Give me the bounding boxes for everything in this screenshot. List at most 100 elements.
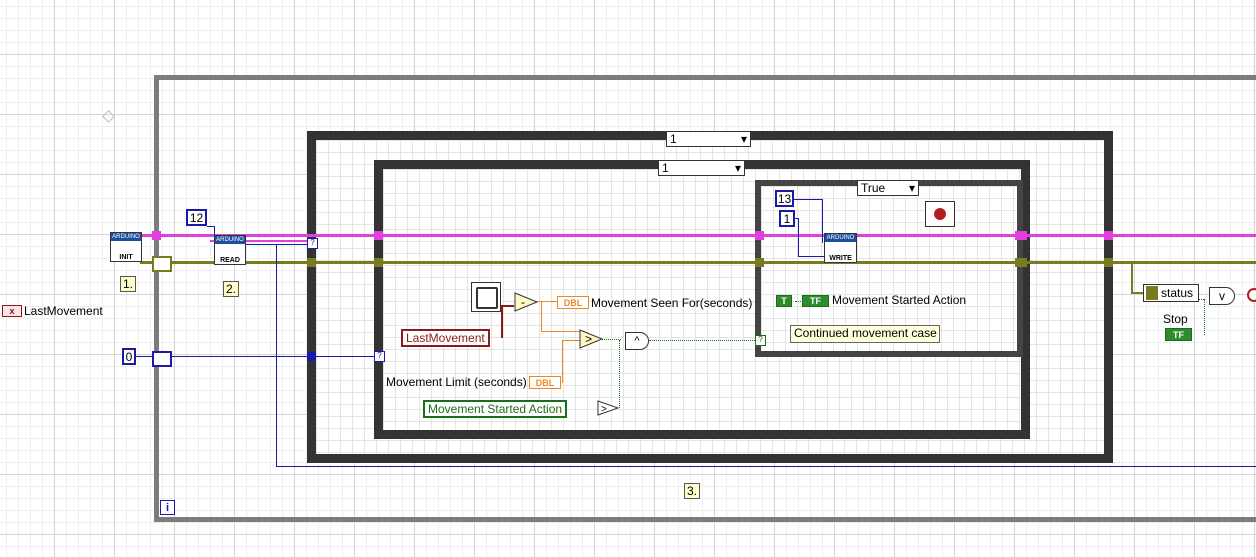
arduino-init-subvi[interactable]: ARDUINO INIT — [110, 232, 142, 262]
write-pin-constant[interactable]: 13 — [775, 190, 794, 207]
subtract-node[interactable]: - — [514, 292, 539, 312]
outer-case-selector[interactable]: 1 ▾ — [666, 131, 751, 147]
true-case-selector[interactable]: True ▾ — [857, 180, 919, 196]
lastmovement-ref-wire — [501, 305, 503, 338]
outer-case-value: 1 — [670, 132, 677, 146]
lastmovement-local-var[interactable]: LastMovement — [401, 329, 490, 347]
movement-limit-label: Movement Limit (seconds) — [386, 375, 527, 389]
case-selector-terminal-1: ? — [307, 238, 318, 249]
and-node[interactable]: ^ — [625, 332, 649, 350]
read-channel-constant[interactable]: 12 — [186, 209, 207, 226]
case-selector-terminal-2: ? — [374, 351, 385, 362]
loop-condition-icon[interactable] — [1247, 288, 1256, 302]
pink-tunnel-5 — [1104, 231, 1113, 240]
arduino-header: ARDUINO — [111, 233, 141, 241]
boolean-wire-2 — [619, 340, 620, 408]
read-wire — [246, 244, 308, 245]
orange-wire-2 — [541, 301, 542, 331]
write-label: WRITE — [829, 255, 852, 262]
frame-label-1: 1. — [120, 276, 136, 292]
blue-tunnel-1 — [307, 352, 316, 361]
true-constant[interactable]: T — [776, 295, 792, 307]
pin-wire-v — [822, 199, 823, 243]
greater-label: > — [585, 332, 592, 346]
frame-label-2: 2. — [223, 281, 239, 297]
stop-label: Stop — [1163, 312, 1188, 326]
error-wire-branch — [1131, 263, 1133, 293]
movement-started-indicator[interactable]: TF — [802, 295, 829, 307]
or-node[interactable]: v — [1209, 287, 1235, 305]
pink-tunnel-1 — [152, 231, 161, 240]
dropdown-arrow-icon: ▾ — [740, 132, 747, 146]
pink-tunnel-3 — [755, 231, 764, 240]
value-wire-v — [798, 218, 799, 256]
last-movement-label: LastMovement — [24, 304, 103, 318]
yellow-tunnel-1 — [307, 258, 316, 267]
arduino-read-subvi[interactable]: ARDUINO READ — [214, 235, 246, 265]
shift-wire — [136, 356, 376, 357]
pink-wire — [140, 234, 1256, 237]
not-label: > — [601, 404, 607, 415]
stop-button-terminal[interactable]: TF — [1165, 328, 1192, 341]
boolean-wire-5 — [1194, 299, 1204, 300]
subtract-label: - — [521, 295, 525, 309]
dropdown-arrow-icon: ▾ — [734, 161, 741, 175]
true-case-value: True — [861, 181, 886, 195]
channel-wire — [207, 226, 215, 227]
init-label: INIT — [119, 254, 133, 261]
movement-seen-label: Movement Seen For(seconds) — [591, 296, 753, 310]
orange-wire-3 — [541, 331, 581, 332]
pink-tunnel-4 — [1015, 231, 1027, 240]
case-selector-terminal-3: ? — [755, 335, 766, 346]
read-wire-down — [276, 244, 277, 466]
orange-wire-1 — [536, 301, 558, 302]
boolean-wire-1 — [649, 340, 757, 341]
true-case-structure[interactable] — [755, 180, 1023, 357]
read-wire-bottom — [276, 466, 1256, 467]
arduino-header: ARDUINO — [825, 234, 856, 242]
grid-marker-icon — [102, 110, 115, 123]
dropdown-arrow-icon: ▾ — [908, 181, 915, 195]
value-wire — [795, 218, 798, 219]
not-node[interactable]: > — [597, 400, 620, 416]
last-movement-control-icon[interactable]: x — [2, 305, 22, 317]
movement-started-action-local-var[interactable]: Movement Started Action — [423, 400, 568, 418]
shift-register-in — [152, 351, 172, 367]
inner-case-value: 1 — [662, 161, 669, 175]
yellow-tunnel-4 — [1015, 258, 1027, 267]
movement-limit-control[interactable]: DBL — [529, 376, 561, 389]
shift-init-constant[interactable]: 0 — [122, 348, 136, 365]
greater-node[interactable]: > — [579, 329, 604, 349]
yellow-tunnel-3 — [755, 258, 764, 267]
yellow-tunnel-5 — [1104, 258, 1113, 267]
pink-tunnel-2 — [374, 231, 383, 240]
boolean-wire-3 — [599, 339, 621, 340]
movement-seen-indicator[interactable]: DBL — [557, 296, 589, 309]
shift-register-left — [152, 256, 172, 272]
value-wire-h — [798, 256, 826, 257]
error-wire — [140, 261, 1256, 264]
unbundle-status[interactable]: status — [1143, 284, 1199, 302]
tick-count-icon[interactable] — [471, 282, 501, 312]
orange-wire-4 — [562, 340, 563, 383]
lastmovement-ref-wire-h — [501, 305, 514, 307]
frame-label-3: 3. — [684, 483, 700, 499]
write-value-constant[interactable]: 1 — [779, 210, 795, 227]
status-label: status — [1161, 286, 1194, 300]
inner-case-selector[interactable]: 1 ▾ — [658, 160, 745, 176]
boolean-wire-6 — [1204, 299, 1205, 335]
arduino-header: ARDUINO — [215, 236, 245, 244]
arduino-write-subvi[interactable]: ARDUINO WRITE — [824, 233, 857, 263]
boolean-wire-4 — [795, 301, 803, 302]
while-loop[interactable] — [154, 75, 1256, 522]
error-cluster-icon — [925, 201, 955, 227]
movement-started-label: Movement Started Action — [832, 293, 967, 307]
yellow-tunnel-2 — [374, 258, 383, 267]
pin-wire — [793, 199, 823, 200]
pink-wire-2 — [210, 240, 310, 242]
iteration-terminal: i — [160, 500, 175, 515]
orange-wire-5 — [562, 340, 580, 341]
continued-case-comment: Continued movement case — [790, 325, 940, 343]
status-tunnel-icon — [1146, 286, 1158, 300]
read-label: READ — [220, 257, 240, 264]
